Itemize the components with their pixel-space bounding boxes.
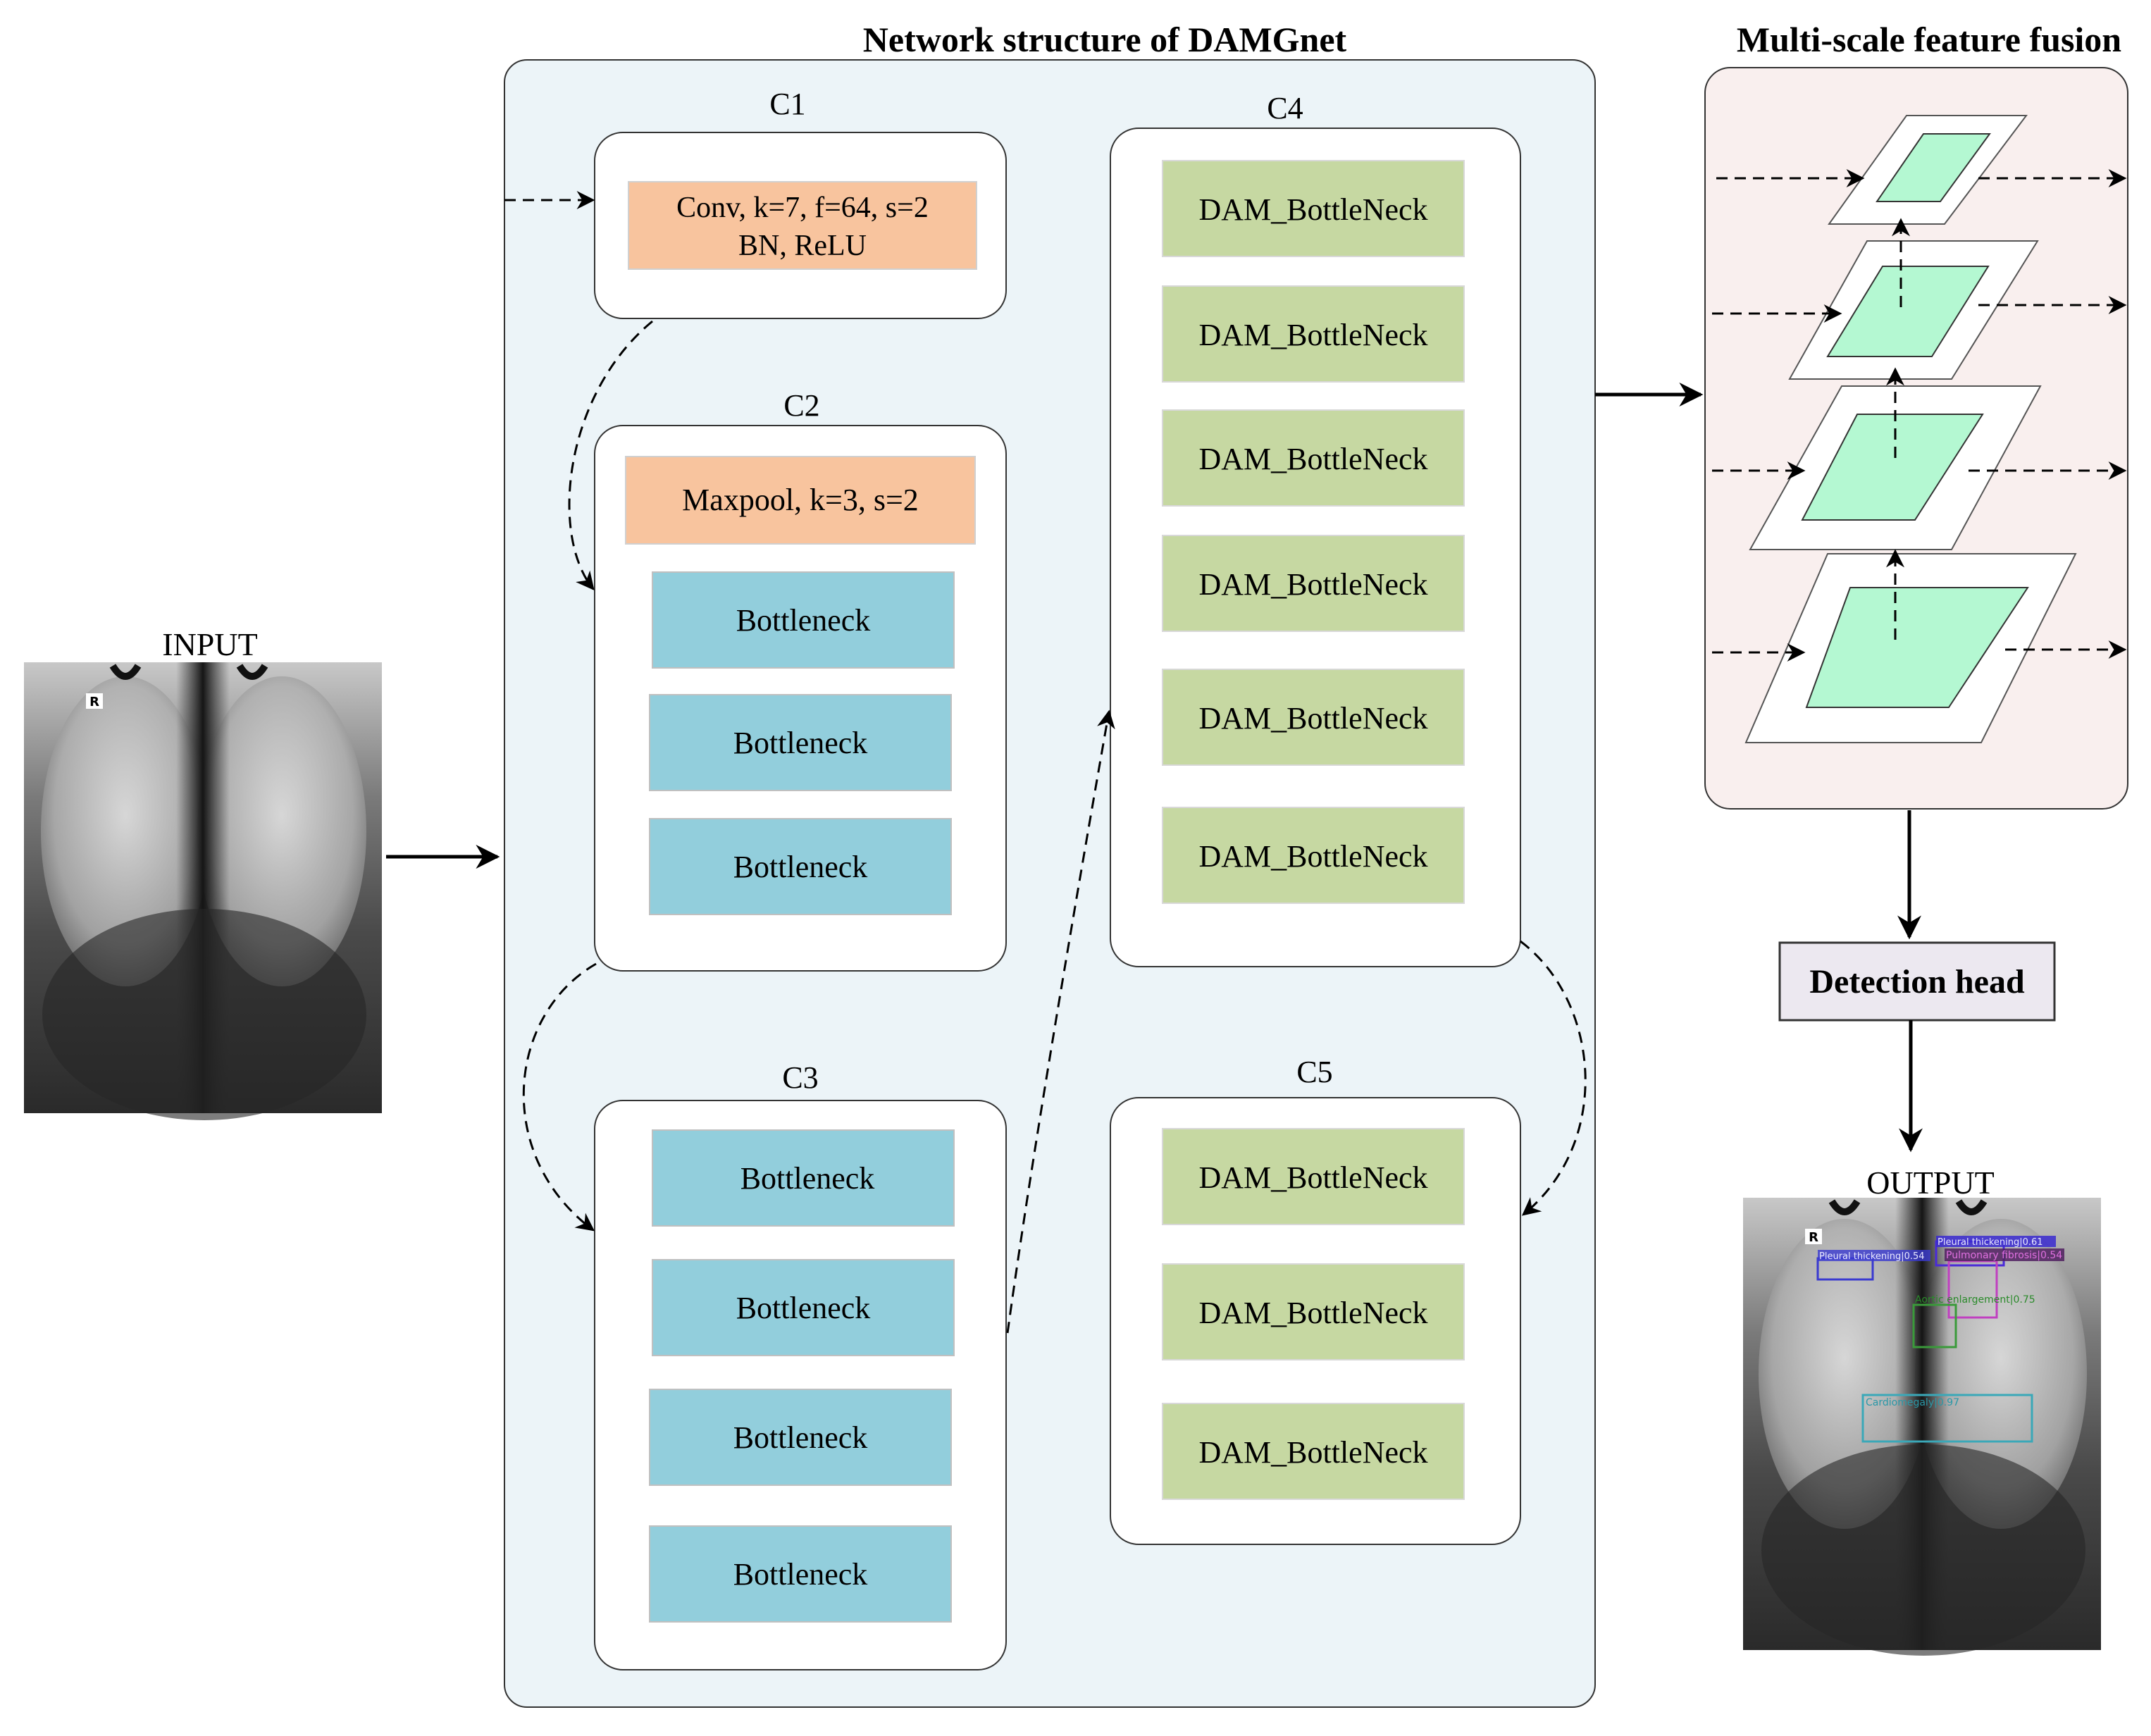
input-xray-marker: R	[89, 695, 99, 709]
c3-bottleneck-3-text: Bottleneck	[733, 1420, 868, 1455]
c4-dam-block-2-text: DAM_BottleNeck	[1198, 318, 1427, 352]
c2-maxpool-text: Maxpool, k=3, s=2	[682, 483, 919, 517]
c4-dam-block-6-text: DAM_BottleNeck	[1198, 839, 1427, 874]
c4-to-c5-arrow	[1520, 940, 1587, 1216]
c4-dam-block-5-text: DAM_BottleNeck	[1198, 701, 1427, 736]
c3-label: C3	[782, 1060, 818, 1095]
c4-dam-block-1-text: DAM_BottleNeck	[1198, 192, 1427, 227]
c1-to-c2-arrow	[568, 320, 653, 591]
detection-label-4: Aortic enlargement|0.75	[1915, 1294, 2035, 1306]
detection-label-5: Cardiomegaly|0.97	[1866, 1397, 1959, 1408]
c5-dam-block-2	[1162, 1263, 1465, 1360]
c2-bottleneck-3	[649, 818, 952, 915]
c1-conv-text: Conv, k=7, f=64, s=2	[676, 192, 929, 224]
c1-conv-block	[628, 181, 977, 270]
c3-bottleneck-4-text: Bottleneck	[733, 1557, 868, 1592]
c4-dam-block-4	[1162, 535, 1465, 632]
c2-bottleneck-2	[649, 694, 952, 791]
c4-dam-block-2	[1162, 285, 1465, 383]
c3-bottleneck-4	[649, 1525, 952, 1623]
c2-maxpool-block	[625, 456, 976, 545]
network-title: Network structure of DAMGnet	[863, 20, 1347, 59]
c4-dam-block-4-text: DAM_BottleNeck	[1198, 567, 1427, 602]
c3-to-c4-arrow	[1006, 709, 1115, 1334]
detection-box-aortic-enlargement: Aortic enlargement|0.75	[1912, 1294, 2035, 1348]
c4-label: C4	[1267, 91, 1303, 125]
c5-dam-block-3	[1162, 1403, 1465, 1500]
detection-head-box	[1778, 941, 2056, 1022]
c3-bottleneck-3	[649, 1389, 952, 1486]
c5-dam-block-1-text: DAM_BottleNeck	[1198, 1160, 1427, 1195]
c4-dam-block-6	[1162, 807, 1465, 904]
c3-bottleneck-1	[652, 1129, 955, 1227]
c2-label: C2	[783, 388, 819, 423]
c4-dam-block-3	[1162, 409, 1465, 507]
fusion-level-3-map	[1801, 414, 1984, 521]
fusion-level-1-map	[1876, 133, 1991, 202]
c2-to-c3-arrow	[522, 962, 597, 1232]
c2-bottleneck-1	[652, 571, 955, 669]
c2-bottleneck-3-text: Bottleneck	[733, 850, 868, 884]
c3-bottleneck-2	[652, 1259, 955, 1356]
detection-box-pulmonary-fibrosis: Pulmonary fibrosis|0.54	[1945, 1248, 2064, 1319]
input-xray-image: R	[24, 662, 382, 1120]
c1-bn-text: BN, ReLU	[738, 230, 867, 262]
fusion-level-2-map	[1826, 266, 1990, 357]
c5-dam-block-3-text: DAM_BottleNeck	[1198, 1435, 1427, 1470]
c5-dam-block-2-text: DAM_BottleNeck	[1198, 1296, 1427, 1330]
detection-head-text: Detection head	[1809, 963, 2025, 1000]
c4-dam-block-5	[1162, 669, 1465, 766]
input-label: INPUT	[162, 626, 257, 662]
detection-label-1: Pleural thickening|0.54	[1819, 1251, 1925, 1262]
detection-box-cardiomegaly: Cardiomegaly|0.97	[1861, 1394, 2033, 1443]
output-xray-marker: R	[1809, 1230, 1818, 1245]
c2-bottleneck-2-text: Bottleneck	[733, 726, 868, 760]
fusion-title: Multi-scale feature fusion	[1737, 20, 2121, 59]
c5-label: C5	[1296, 1055, 1332, 1089]
c2-bottleneck-1-text: Bottleneck	[736, 603, 871, 638]
output-label: OUTPUT	[1866, 1165, 1994, 1201]
detection-label-3: Pulmonary fibrosis|0.54	[1946, 1250, 2062, 1261]
detection-label-2: Pleural thickening|0.61	[1938, 1237, 2043, 1248]
c4-dam-block-3-text: DAM_BottleNeck	[1198, 442, 1427, 476]
c3-bottleneck-2-text: Bottleneck	[736, 1291, 871, 1325]
output-xray-image: R	[1743, 1198, 2101, 1656]
c5-dam-block-1	[1162, 1128, 1465, 1225]
c4-dam-block-1	[1162, 160, 1465, 257]
detection-box-pleural-thickening-1: Pleural thickening|0.54	[1816, 1250, 1930, 1281]
c3-bottleneck-1-text: Bottleneck	[740, 1161, 875, 1196]
c1-label: C1	[769, 87, 805, 121]
fusion-level-4-map	[1805, 587, 2029, 708]
